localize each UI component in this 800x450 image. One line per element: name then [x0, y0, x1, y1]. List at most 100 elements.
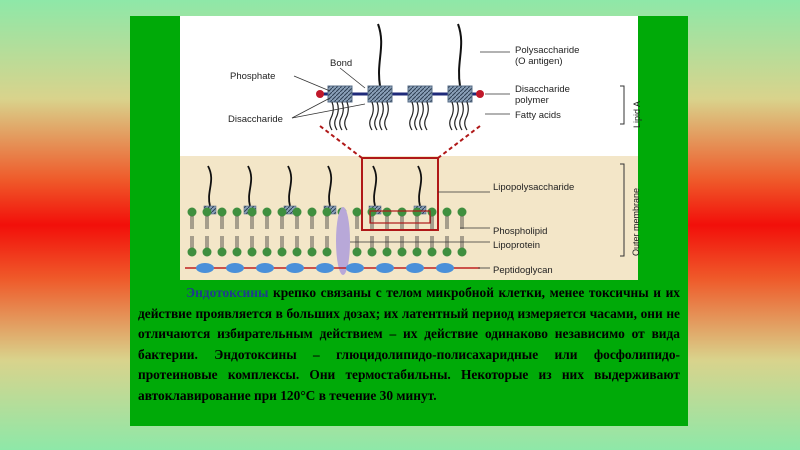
bilayer-head-inner: [382, 247, 392, 257]
peptidoglycan-unit: [316, 263, 334, 273]
fatty-acid-tail: [344, 101, 349, 131]
bilayer-head-inner: [187, 247, 197, 257]
fatty-acid-tail: [464, 101, 469, 131]
bilayer-head-outer: [457, 207, 467, 217]
zoom-line-right: [437, 125, 481, 159]
bilayer-head-inner: [217, 247, 227, 257]
bilayer-head-inner: [277, 247, 287, 257]
label-phosphate: Phosphate: [230, 71, 276, 82]
label-fatty-acids: Fatty acids: [515, 110, 561, 121]
bilayer-head-inner: [397, 247, 407, 257]
label-disaccharide: Disaccharide: [228, 114, 283, 125]
pointer-bond: [339, 67, 366, 89]
peptidoglycan-unit: [376, 263, 394, 273]
label-phospholipid: Phospholipid: [493, 226, 548, 237]
peptidoglycan-unit: [346, 263, 364, 273]
bilayer-head-inner: [367, 247, 377, 257]
bilayer-head-inner: [322, 247, 332, 257]
fatty-acid-tail: [334, 101, 339, 131]
bilayer-head-inner: [232, 247, 242, 257]
fatty-acid-tail: [409, 101, 414, 131]
lps-diagram-svg: [180, 23, 638, 280]
label-peptidoglycan: Peptidoglycan: [493, 265, 553, 276]
bilayer-head-outer: [352, 207, 362, 217]
lps-chain: [247, 165, 253, 207]
fatty-acid-tail: [459, 101, 464, 131]
bilayer-head-inner: [307, 247, 317, 257]
lipid-a-bracket: [620, 85, 625, 125]
fatty-acid-tail: [419, 101, 424, 131]
disaccharide-unit: [407, 85, 433, 103]
lps-chain: [327, 165, 333, 207]
lipoprotein: [336, 207, 350, 275]
pointer-disaccharide-2: [291, 103, 366, 119]
bilayer-head-outer: [277, 207, 287, 217]
bilayer-head-inner: [442, 247, 452, 257]
lps-chain: [207, 165, 213, 207]
peptidoglycan-unit: [436, 263, 454, 273]
fatty-acid-tail: [379, 101, 384, 131]
bilayer-head-inner: [352, 247, 362, 257]
peptidoglycan-unit: [226, 263, 244, 273]
peptidoglycan-unit: [256, 263, 274, 273]
bilayer-head-outer: [202, 207, 212, 217]
lps-diagram: Bond Phosphate Disaccharide Polysacchari…: [180, 16, 642, 280]
label-outer-membrane: Outer membrane: [631, 187, 641, 256]
bilayer-head-outer: [292, 207, 302, 217]
fatty-acid-tail: [414, 101, 419, 131]
bilayer-head-outer: [247, 207, 257, 217]
bilayer-head-outer: [412, 207, 422, 217]
pointer-disaccharide-1: [291, 97, 331, 119]
highlight-box: [361, 157, 439, 231]
label-bond: Bond: [330, 58, 353, 69]
lps-chain: [372, 165, 378, 207]
disaccharide-unit: [327, 85, 353, 103]
bilayer-head-outer: [322, 207, 332, 217]
fatty-acid-tail: [374, 101, 379, 131]
fatty-acid-tail: [449, 101, 454, 131]
membrane-background: [180, 156, 638, 280]
outer-membrane-bracket: [620, 163, 625, 257]
bilayer-head-inner: [457, 247, 467, 257]
bilayer-head-inner: [247, 247, 257, 257]
bilayer-head-outer: [442, 207, 452, 217]
highlight-inner-box: [369, 210, 431, 224]
o-antigen-chain: [457, 23, 463, 87]
fatty-acid-tail: [369, 101, 374, 131]
label-lipopolysaccharide: Lipopolysaccharide: [493, 182, 575, 193]
phosphate-dot-left: [316, 90, 324, 98]
highlight-term: Эндотоксины: [186, 285, 269, 300]
bilayer-head-outer: [307, 207, 317, 217]
fatty-acid-tail: [384, 101, 389, 131]
bilayer-head-outer: [382, 207, 392, 217]
fatty-acid-tail: [339, 101, 344, 131]
body-text: крепко связаны с телом микробной клетки,…: [138, 285, 680, 403]
bilayer-head-outer: [187, 207, 197, 217]
disaccharide-unit: [367, 85, 393, 103]
bilayer-head-outer: [232, 207, 242, 217]
bilayer-head-outer: [262, 207, 272, 217]
bilayer-head-inner: [202, 247, 212, 257]
phosphate-dot-right: [476, 90, 484, 98]
bilayer-head-outer: [217, 207, 227, 217]
zoom-line-left: [319, 125, 363, 159]
fatty-acid-tail: [454, 101, 459, 131]
bilayer-head-outer: [397, 207, 407, 217]
label-polysaccharide: Polysaccharide (O antigen): [515, 45, 580, 67]
peptidoglycan-unit: [196, 263, 214, 273]
pointer-phosphate: [293, 75, 331, 92]
bilayer-head-inner: [262, 247, 272, 257]
disaccharide-unit: [447, 85, 473, 103]
peptidoglycan-unit: [286, 263, 304, 273]
fatty-acid-tail: [329, 101, 334, 131]
o-antigen-chain: [377, 23, 383, 87]
fatty-acid-tail: [424, 101, 429, 131]
bilayer-head-inner: [292, 247, 302, 257]
body-paragraph: Эндотоксины крепко связаны с телом микро…: [138, 283, 680, 407]
bilayer-head-outer: [427, 207, 437, 217]
label-lipoprotein: Lipoprotein: [493, 240, 541, 251]
lps-chain: [417, 165, 423, 207]
label-lipid-a: Lipid A: [632, 100, 642, 128]
bilayer-head-inner: [412, 247, 422, 257]
label-disaccharide-polymer: Disaccharide polymer: [515, 84, 570, 106]
